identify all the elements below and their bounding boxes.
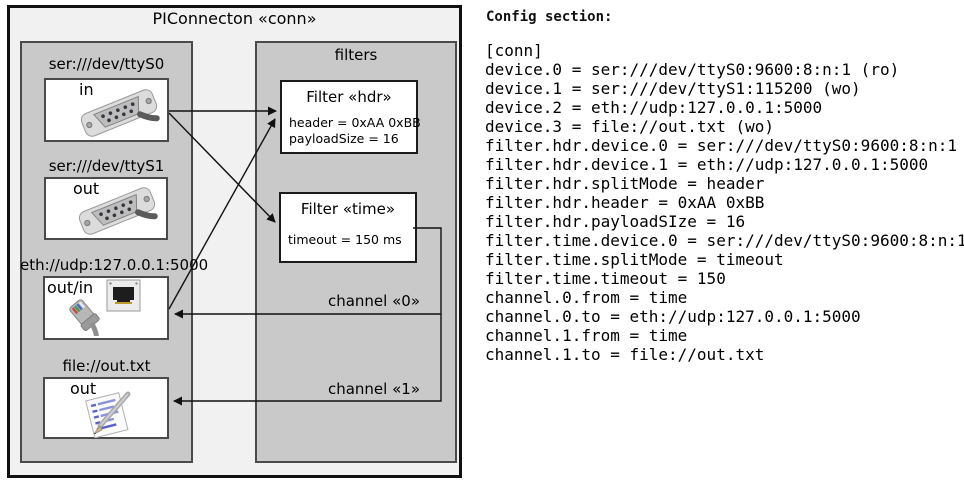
device-direction-ttys1: out	[73, 179, 100, 198]
device-uri-file: file://out.txt	[62, 357, 151, 375]
config-section-heading: Config section:	[486, 9, 613, 25]
device-direction-eth: out/in	[47, 278, 94, 297]
notepad-pencil-icon	[85, 391, 131, 438]
filter-time-box: Filter «time» timeout = 150 ms	[279, 192, 417, 263]
filters-panel-label: filters	[334, 46, 378, 64]
device-direction-ttys0: in	[79, 80, 94, 99]
serial-connector-icon	[78, 187, 158, 235]
ethernet-connector-icon	[69, 279, 141, 336]
config-section-body: [conn] device.0 = ser:///dev/ttyS0:9600:…	[485, 41, 964, 364]
filter-hdr-prop-payloadsize: payloadSize = 16	[289, 131, 399, 146]
filter-time-prop-timeout: timeout = 150 ms	[288, 232, 402, 247]
diagram-title: PIConnecton «conn»	[152, 9, 317, 28]
device-uri-eth: eth://udp:127.0.0.1:5000	[20, 256, 209, 274]
device-uri-ttys1: ser:///dev/ttyS1	[48, 157, 165, 175]
channel-0-label: channel «0»	[327, 292, 420, 310]
filter-time-title: Filter «time»	[300, 200, 396, 218]
device-box-eth	[43, 276, 169, 340]
filter-hdr-box: Filter «hdr» header = 0xAA 0xBB payloadS…	[280, 80, 421, 154]
channel-1-label: channel «1»	[327, 380, 420, 398]
device-direction-file: out	[70, 379, 97, 398]
serial-connector-icon	[80, 89, 160, 137]
filter-hdr-prop-header: header = 0xAA 0xBB	[289, 115, 421, 130]
filter-hdr-title: Filter «hdr»	[306, 88, 392, 106]
device-uri-ttys0: ser:///dev/ttyS0	[48, 55, 165, 73]
